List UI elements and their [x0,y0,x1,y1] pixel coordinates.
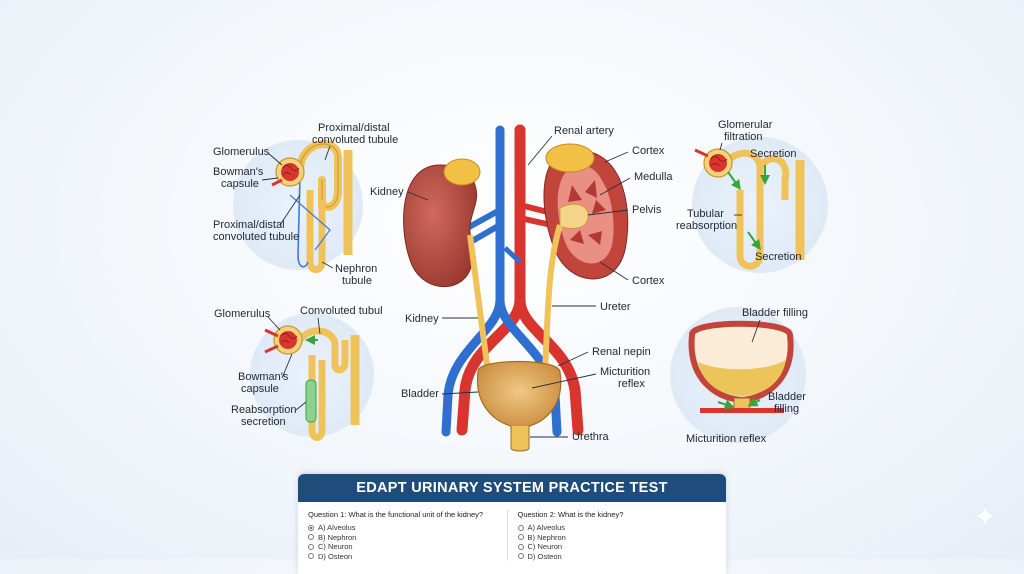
label-secretion-bottom: Secretion [755,251,801,263]
label-ureter: Ureter [600,301,631,313]
question-1-option-c[interactable]: C) Neuron [308,542,507,552]
label-secretion-top: Secretion [750,148,796,160]
label-renal-nepin: Renal nepin [592,346,651,358]
nephron-top-left [271,140,353,273]
bladder-filling-illustration [688,320,794,413]
label-bladder-filling-top: Bladder filling [742,307,808,319]
question-1-option-d[interactable]: D) Osteon [308,552,507,562]
nephron-top-right [694,148,805,270]
radio-icon[interactable] [517,543,524,550]
question-2-option-a[interactable]: A) Alveolus [517,523,717,533]
radio-icon[interactable] [517,553,524,560]
question-2-option-b[interactable]: B) Nephron [517,533,717,543]
label-bladder: Bladder [401,388,439,400]
question-2-option-d[interactable]: D) Osteon [517,552,717,562]
label-kidney-lower: Kidney [405,313,439,325]
radio-icon[interactable] [517,524,524,531]
label-medulla: Medulla [634,171,673,183]
label-cortex-top: Cortex [632,145,665,157]
question-1-option-a[interactable]: A) Alveolus [308,523,507,533]
sparkle-icon [972,503,998,529]
label-convoluted-tubul: Convoluted tubul [300,305,383,317]
radio-selected-icon[interactable] [308,524,314,531]
practice-test-card: EDAPT URINARY SYSTEM PRACTICE TEST Quest… [298,474,726,574]
central-urinary-system [403,124,629,452]
question-2-option-c[interactable]: C) Neuron [517,542,717,552]
question-1: Question 1: What is the functional unit … [308,510,507,561]
radio-icon[interactable] [517,534,524,541]
practice-test-title: EDAPT URINARY SYSTEM PRACTICE TEST [298,474,726,502]
label-urethra: Urethra [572,431,610,443]
question-1-text: Question 1: What is the functional unit … [308,510,484,519]
radio-icon[interactable] [308,534,314,541]
radio-icon[interactable] [308,553,314,560]
radio-icon[interactable] [308,543,314,550]
label-glomerulus-1: Glomerulus [213,146,270,158]
label-pelvis: Pelvis [632,204,662,216]
question-2: Question 2: What is the kidney? A) Alveo… [506,510,717,562]
label-kidney-upper: Kidney [370,186,404,198]
top-left-bubble [233,140,363,270]
label-cortex-bottom: Cortex [632,275,665,287]
nephron-bottom-left [264,325,360,441]
question-2-text: Question 2: What is the kidney? [517,510,624,519]
label-renal-artery: Renal artery [554,125,614,137]
label-glomerulus-2: Glomerulus [214,308,271,320]
question-1-option-b[interactable]: B) Nephron [308,533,507,543]
label-micturition-reflex-right: Micturition reflex [686,433,767,445]
